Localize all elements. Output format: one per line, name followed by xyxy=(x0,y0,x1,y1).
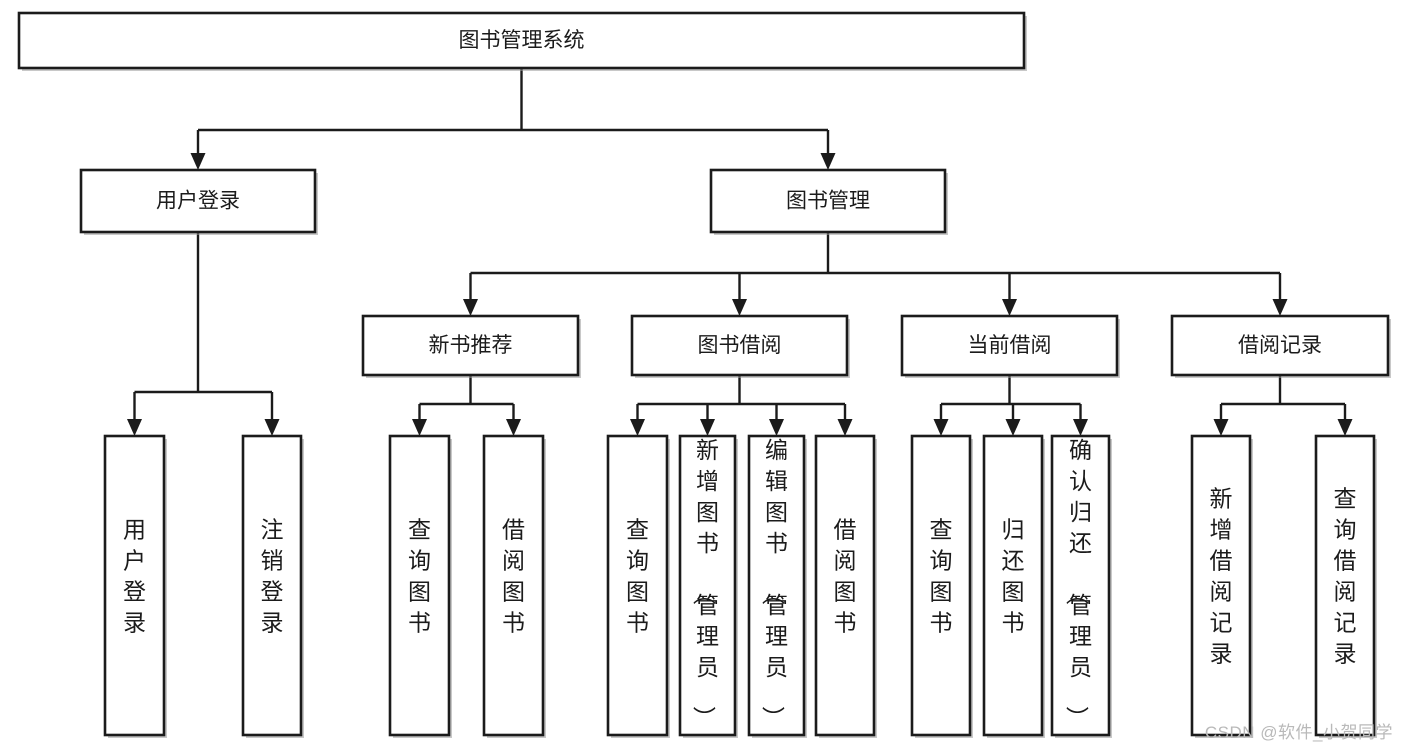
node-label: 查询图书 xyxy=(626,517,649,636)
node-l-b1[interactable]: 借阅图书 xyxy=(482,434,546,738)
node-box[interactable] xyxy=(900,314,1119,377)
node-label: 查询图书 xyxy=(408,517,431,636)
node-label: 新增图书（管理员） xyxy=(691,437,719,729)
node-label: 查询借阅记录 xyxy=(1334,486,1357,667)
arrow-head-icon xyxy=(630,419,645,436)
node-box[interactable] xyxy=(630,314,849,377)
node-n-current[interactable]: 当前借阅 xyxy=(900,314,1120,378)
node-box[interactable] xyxy=(1170,314,1390,377)
node-label: 借阅记录 xyxy=(1238,334,1322,357)
arrow-head-icon xyxy=(1272,299,1288,316)
node-layer: 图书管理系统用户登录图书管理新书推荐图书借阅当前借阅借阅记录用户登录注销登录查询… xyxy=(17,11,1391,738)
node-label: 图书借阅 xyxy=(698,334,782,357)
arrow-head-icon xyxy=(264,419,280,436)
edge-group-n-newbook xyxy=(412,375,521,436)
arrow-head-icon xyxy=(412,419,427,436)
arrow-head-icon xyxy=(1002,299,1017,316)
arrow-head-icon xyxy=(190,153,206,170)
node-l-userlogin[interactable]: 用户登录 xyxy=(103,434,167,738)
node-label: 编辑图书（管理员） xyxy=(760,437,788,729)
edge-group-n-login xyxy=(127,232,280,436)
node-label: 归还图书 xyxy=(1002,517,1025,636)
node-l-b2[interactable]: 借阅图书 xyxy=(814,434,877,738)
arrow-head-icon xyxy=(1337,419,1353,436)
node-label: 图书管理 xyxy=(786,190,870,213)
node-l-q2[interactable]: 查询图书 xyxy=(606,434,670,738)
arrow-head-icon xyxy=(769,419,784,436)
node-l-q3[interactable]: 查询图书 xyxy=(910,434,973,738)
node-box[interactable] xyxy=(709,168,947,234)
arrow-head-icon xyxy=(933,419,949,436)
node-label: 确认归还（管理员） xyxy=(1064,437,1092,729)
node-n-login[interactable]: 用户登录 xyxy=(79,168,318,235)
node-label: 新书推荐 xyxy=(429,334,513,357)
node-label: 图书管理系统 xyxy=(459,29,585,52)
node-label: 当前借阅 xyxy=(968,334,1052,357)
node-box[interactable] xyxy=(747,434,806,737)
node-box[interactable] xyxy=(103,434,166,737)
node-l-qrec[interactable]: 查询借阅记录 xyxy=(1314,434,1377,738)
arrow-head-icon xyxy=(732,299,747,316)
node-box[interactable] xyxy=(814,434,876,737)
node-box[interactable] xyxy=(1314,434,1376,737)
node-label: 用户登录 xyxy=(156,190,240,213)
node-n-newbook[interactable]: 新书推荐 xyxy=(361,314,581,378)
node-box[interactable] xyxy=(361,314,580,377)
arrow-head-icon xyxy=(1213,419,1229,436)
node-n-record[interactable]: 借阅记录 xyxy=(1170,314,1391,378)
node-root[interactable]: 图书管理系统 xyxy=(17,11,1027,71)
node-l-addrec[interactable]: 新增借阅记录 xyxy=(1190,434,1253,738)
edge-layer xyxy=(127,68,1353,436)
arrow-head-icon xyxy=(1005,419,1021,436)
node-l-edit[interactable]: 编辑图书（管理员） xyxy=(747,434,807,738)
node-box[interactable] xyxy=(388,434,451,737)
node-l-q1[interactable]: 查询图书 xyxy=(388,434,452,738)
node-n-bookmgr[interactable]: 图书管理 xyxy=(709,168,948,235)
node-box[interactable] xyxy=(910,434,972,737)
node-label: 查询图书 xyxy=(930,517,953,636)
node-l-add[interactable]: 新增图书（管理员） xyxy=(678,434,738,738)
node-label: 注销登录 xyxy=(261,517,284,636)
node-box[interactable] xyxy=(17,11,1026,70)
edge-group-n-record xyxy=(1213,375,1353,436)
watermark-text: CSDN @软件_小贺同学 xyxy=(1204,723,1393,742)
node-box[interactable] xyxy=(982,434,1044,737)
node-box[interactable] xyxy=(241,434,303,737)
node-box[interactable] xyxy=(1190,434,1252,737)
node-l-logout[interactable]: 注销登录 xyxy=(241,434,304,738)
arrow-head-icon xyxy=(700,419,715,436)
node-box[interactable] xyxy=(1050,434,1111,737)
node-l-confirm[interactable]: 确认归还（管理员） xyxy=(1050,434,1112,738)
arrow-head-icon xyxy=(506,419,521,436)
edge-group-n-current xyxy=(933,375,1088,436)
node-label: 新增借阅记录 xyxy=(1210,486,1233,667)
node-box[interactable] xyxy=(482,434,545,737)
arrow-head-icon xyxy=(463,299,478,316)
arrow-head-icon xyxy=(1073,419,1088,436)
node-l-return[interactable]: 归还图书 xyxy=(982,434,1045,738)
node-label: 借阅图书 xyxy=(834,517,857,636)
node-box[interactable] xyxy=(678,434,737,737)
arrow-head-icon xyxy=(127,419,142,436)
node-n-borrow[interactable]: 图书借阅 xyxy=(630,314,850,378)
node-box[interactable] xyxy=(606,434,669,737)
node-box[interactable] xyxy=(79,168,317,234)
edge-group-root xyxy=(190,68,836,170)
edge-group-n-bookmgr xyxy=(463,232,1288,316)
edge-group-n-borrow xyxy=(630,375,853,436)
node-label: 借阅图书 xyxy=(502,517,525,636)
node-label: 用户登录 xyxy=(123,517,146,636)
arrow-head-icon xyxy=(837,419,853,436)
arrow-head-icon xyxy=(820,153,836,170)
